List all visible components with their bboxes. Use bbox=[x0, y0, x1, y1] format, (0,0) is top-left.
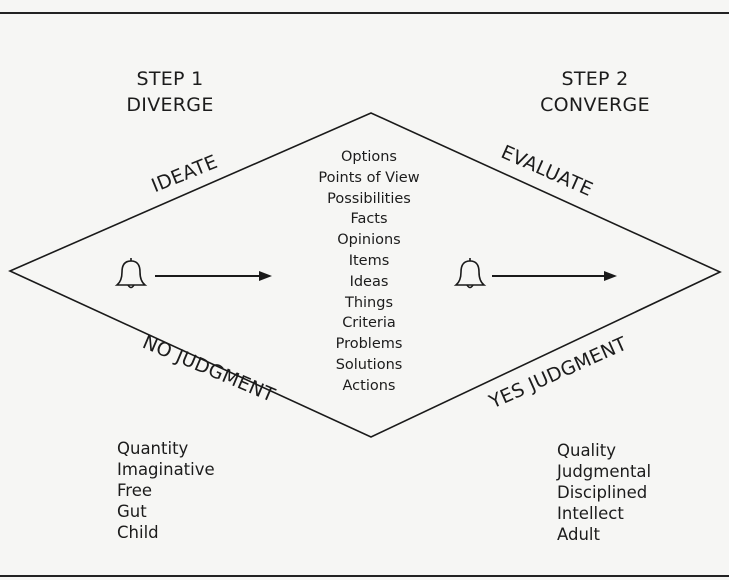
center-item: Solutions bbox=[335, 356, 403, 373]
step2-subtitle: CONVERGE bbox=[540, 94, 650, 116]
bell-icon bbox=[453, 258, 487, 289]
center-item: Facts bbox=[350, 211, 388, 228]
center-item: Actions bbox=[342, 377, 396, 394]
bell-icon bbox=[114, 258, 148, 289]
diverge-trait: Child bbox=[117, 523, 159, 542]
step1-title: STEP 1 bbox=[136, 68, 204, 90]
converge-trait: Intellect bbox=[557, 504, 624, 523]
step1-subtitle: DIVERGE bbox=[126, 94, 214, 116]
diverge-trait: Free bbox=[117, 481, 153, 500]
diamond-outline bbox=[8, 112, 722, 438]
center-item: Options bbox=[341, 149, 397, 165]
left-arrow-head bbox=[259, 271, 272, 281]
center-item: Points of View bbox=[318, 169, 420, 186]
step1-heading: STEP 1 DIVERGE bbox=[110, 66, 230, 118]
center-item: Things bbox=[344, 294, 394, 311]
diverge-trait-list: Quantity Imaginative Free Gut Child bbox=[117, 438, 215, 543]
right-arrow-head bbox=[604, 271, 617, 281]
diverge-trait: Gut bbox=[117, 502, 147, 521]
converge-trait: Disciplined bbox=[557, 483, 648, 502]
converge-trait: Adult bbox=[557, 525, 600, 544]
step2-title: STEP 2 bbox=[561, 68, 629, 90]
center-item-list: Options Points of View Possibilities Fac… bbox=[284, 147, 454, 397]
center-item: Items bbox=[348, 252, 390, 269]
center-item: Opinions bbox=[337, 232, 401, 249]
converge-trait: Quality bbox=[557, 441, 616, 460]
diverge-trait: Imaginative bbox=[117, 460, 215, 479]
converge-trait-list: Quality Judgmental Disciplined Intellect… bbox=[557, 440, 651, 545]
converge-trait: Judgmental bbox=[557, 462, 652, 481]
center-item: Ideas bbox=[349, 273, 389, 290]
center-item: Possibilities bbox=[327, 190, 411, 207]
center-item: Criteria bbox=[342, 315, 396, 332]
step2-heading: STEP 2 CONVERGE bbox=[530, 66, 660, 118]
diverge-trait: Quantity bbox=[117, 439, 189, 458]
center-item: Problems bbox=[335, 336, 403, 353]
